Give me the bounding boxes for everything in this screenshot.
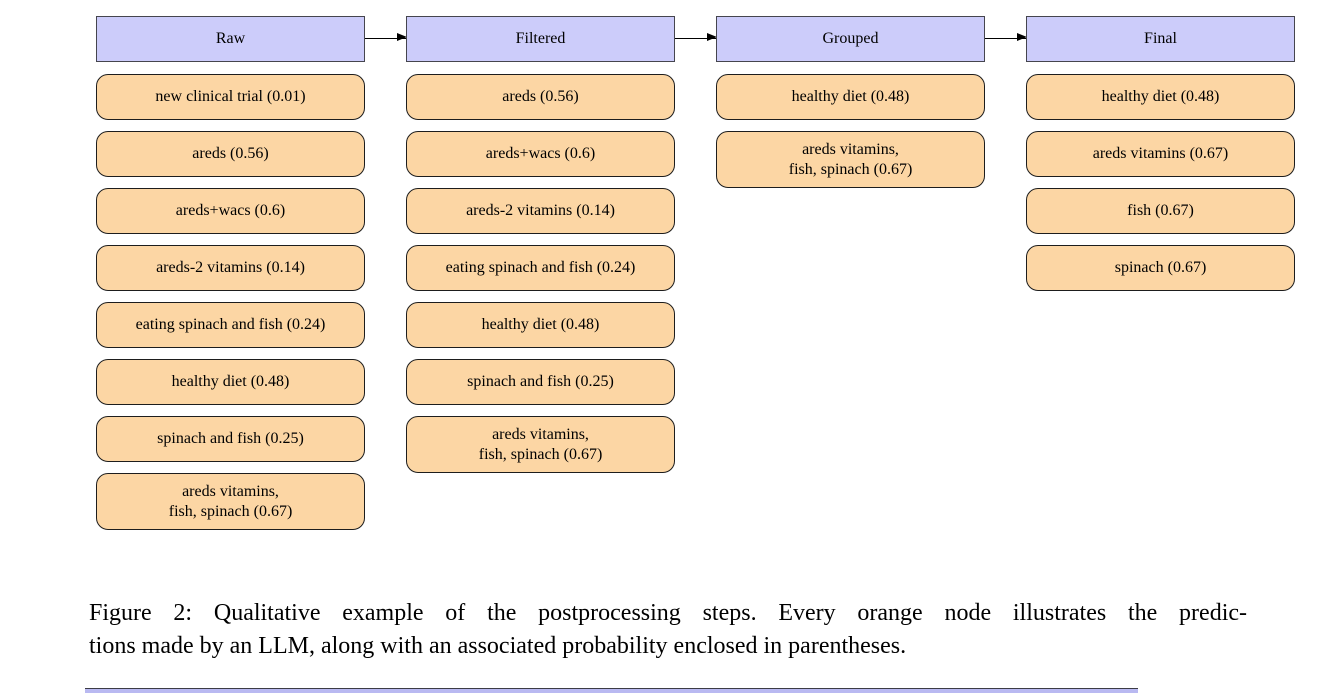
prediction-node-label: new clinical trial (0.01) — [155, 88, 306, 106]
prediction-node-label: healthy diet (0.48) — [171, 373, 290, 391]
prediction-node-label: areds-2 vitamins (0.14) — [156, 259, 305, 277]
prediction-node-label: fish (0.67) — [1127, 202, 1194, 220]
prediction-node: spinach and fish (0.25) — [406, 359, 675, 405]
prediction-node: areds vitamins (0.67) — [1026, 131, 1295, 177]
prediction-node: healthy diet (0.48) — [96, 359, 365, 405]
prediction-node-label: areds+wacs (0.6) — [485, 145, 596, 163]
caption-line-2: tions made by an LLM, along with an asso… — [89, 633, 907, 659]
prediction-node: healthy diet (0.48) — [716, 74, 985, 120]
stage-header-label: Filtered — [515, 30, 566, 47]
stage-header-final: Final — [1026, 16, 1295, 62]
prediction-node: areds vitamins, fish, spinach (0.67) — [96, 473, 365, 530]
stage-column-final: Final healthy diet (0.48) areds vitamins … — [1026, 16, 1295, 291]
prediction-node-label: fish, spinach (0.67) — [168, 502, 293, 520]
prediction-node: areds-2 vitamins (0.14) — [96, 245, 365, 291]
stage-column-filtered: Filtered areds (0.56)areds+wacs (0.6)are… — [406, 16, 675, 473]
prediction-node-label: spinach and fish (0.25) — [467, 373, 614, 391]
stage-header-raw: Raw — [96, 16, 365, 62]
stage-header-label: Raw — [215, 30, 246, 47]
prediction-node: new clinical trial (0.01) — [96, 74, 365, 120]
flow-arrow-filtered-to-grouped — [675, 33, 717, 42]
prediction-node: spinach (0.67) — [1026, 245, 1295, 291]
prediction-node-label: areds (0.56) — [502, 88, 579, 106]
prediction-node-label: areds vitamins, — [182, 483, 279, 500]
prediction-node-label: areds+wacs (0.6) — [175, 202, 286, 220]
flow-arrow-raw-to-filtered — [365, 33, 407, 42]
stage-header-label: Final — [1144, 30, 1177, 47]
prediction-node: spinach and fish (0.25) — [96, 416, 365, 462]
prediction-node: areds vitamins, fish, spinach (0.67) — [406, 416, 675, 473]
caption-line-1: Figure 2: Qualitative example of the pos… — [89, 600, 1247, 626]
prediction-node-label: areds vitamins, — [802, 141, 899, 158]
prediction-node: healthy diet (0.48) — [406, 302, 675, 348]
stage-nodes-grouped: healthy diet (0.48) areds vitamins, fish, … — [716, 74, 985, 188]
prediction-node: areds vitamins, fish, spinach (0.67) — [716, 131, 985, 188]
prediction-node: eating spinach and fish (0.24) — [96, 302, 365, 348]
prediction-node-label: areds vitamins, — [492, 426, 589, 443]
prediction-node: areds+wacs (0.6) — [406, 131, 675, 177]
stage-nodes-filtered: areds (0.56) areds+wacs (0.6) areds-2 vita… — [406, 74, 675, 473]
prediction-node-label: fish, spinach (0.67) — [478, 445, 603, 463]
prediction-node: eating spinach and fish (0.24) — [406, 245, 675, 291]
stage-header-filtered: Filtered — [406, 16, 675, 62]
prediction-node-label: fish, spinach (0.67) — [788, 160, 913, 178]
stage-nodes-final: healthy diet (0.48) areds vitamins (0.67)… — [1026, 74, 1295, 291]
prediction-node-label: spinach (0.67) — [1114, 259, 1207, 277]
stage-header-grouped: Grouped — [716, 16, 985, 62]
prediction-node-label: eating spinach and fish (0.24) — [445, 259, 636, 277]
prediction-node-label: healthy diet (0.48) — [481, 316, 600, 334]
prediction-node-label: spinach and fish (0.25) — [157, 430, 304, 448]
prediction-node: areds (0.56) — [96, 131, 365, 177]
clipped-next-element-bar — [85, 688, 1138, 693]
prediction-node-label: areds vitamins (0.67) — [1092, 145, 1229, 163]
prediction-node-label: areds-2 vitamins (0.14) — [466, 202, 615, 220]
stage-header-label: Grouped — [822, 30, 879, 47]
stage-column-raw: Raw new clinical trial (0.01) areds (0.56… — [96, 16, 365, 530]
prediction-node: fish (0.67) — [1026, 188, 1295, 234]
flow-arrow-grouped-to-final — [985, 33, 1027, 42]
prediction-node-label: eating spinach and fish (0.24) — [135, 316, 326, 334]
prediction-node-label: areds (0.56) — [192, 145, 269, 163]
stage-column-grouped: Grouped healthy diet (0.48) areds vitamin… — [716, 16, 985, 188]
prediction-node: areds+wacs (0.6) — [96, 188, 365, 234]
prediction-node: healthy diet (0.48) — [1026, 74, 1295, 120]
prediction-node-label: healthy diet (0.48) — [791, 88, 910, 106]
figure-caption: Figure 2: Qualitative example of the pos… — [89, 597, 1247, 663]
prediction-node-label: healthy diet (0.48) — [1101, 88, 1220, 106]
prediction-node: areds-2 vitamins (0.14) — [406, 188, 675, 234]
prediction-node: areds (0.56) — [406, 74, 675, 120]
stage-nodes-raw: new clinical trial (0.01) areds (0.56) are… — [96, 74, 365, 530]
